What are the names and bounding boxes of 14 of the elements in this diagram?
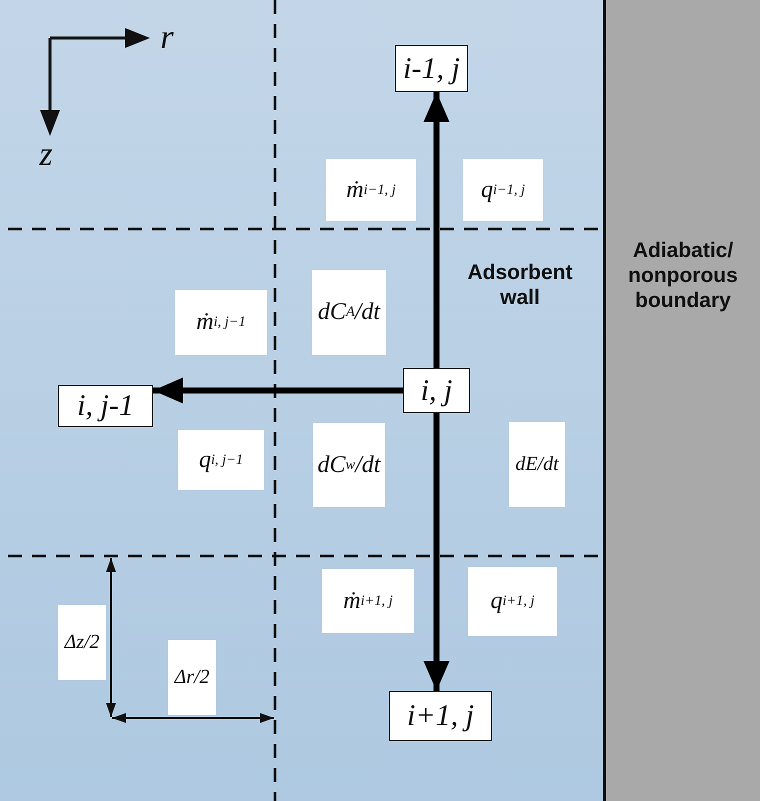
region-label: Adsorbent wall [466, 260, 574, 311]
formula-label: dE/dt [509, 422, 565, 507]
arrow [153, 378, 403, 404]
dimension-label: Δr/2 [168, 640, 216, 715]
dimension-label: Δz/2 [58, 605, 106, 680]
boundary-region: Adiabatic/ nonporous boundary [603, 0, 760, 801]
axis-label: r [159, 18, 175, 58]
arrow [424, 413, 450, 691]
axis-label: z [38, 135, 54, 175]
grid-cell-box: i, j [403, 368, 470, 413]
grid-cell-box: i-1, j [395, 45, 468, 92]
arrow [424, 92, 450, 368]
grid-cell-box: i+1, j [389, 691, 492, 741]
grid-cell-box: i, j-1 [58, 385, 153, 427]
